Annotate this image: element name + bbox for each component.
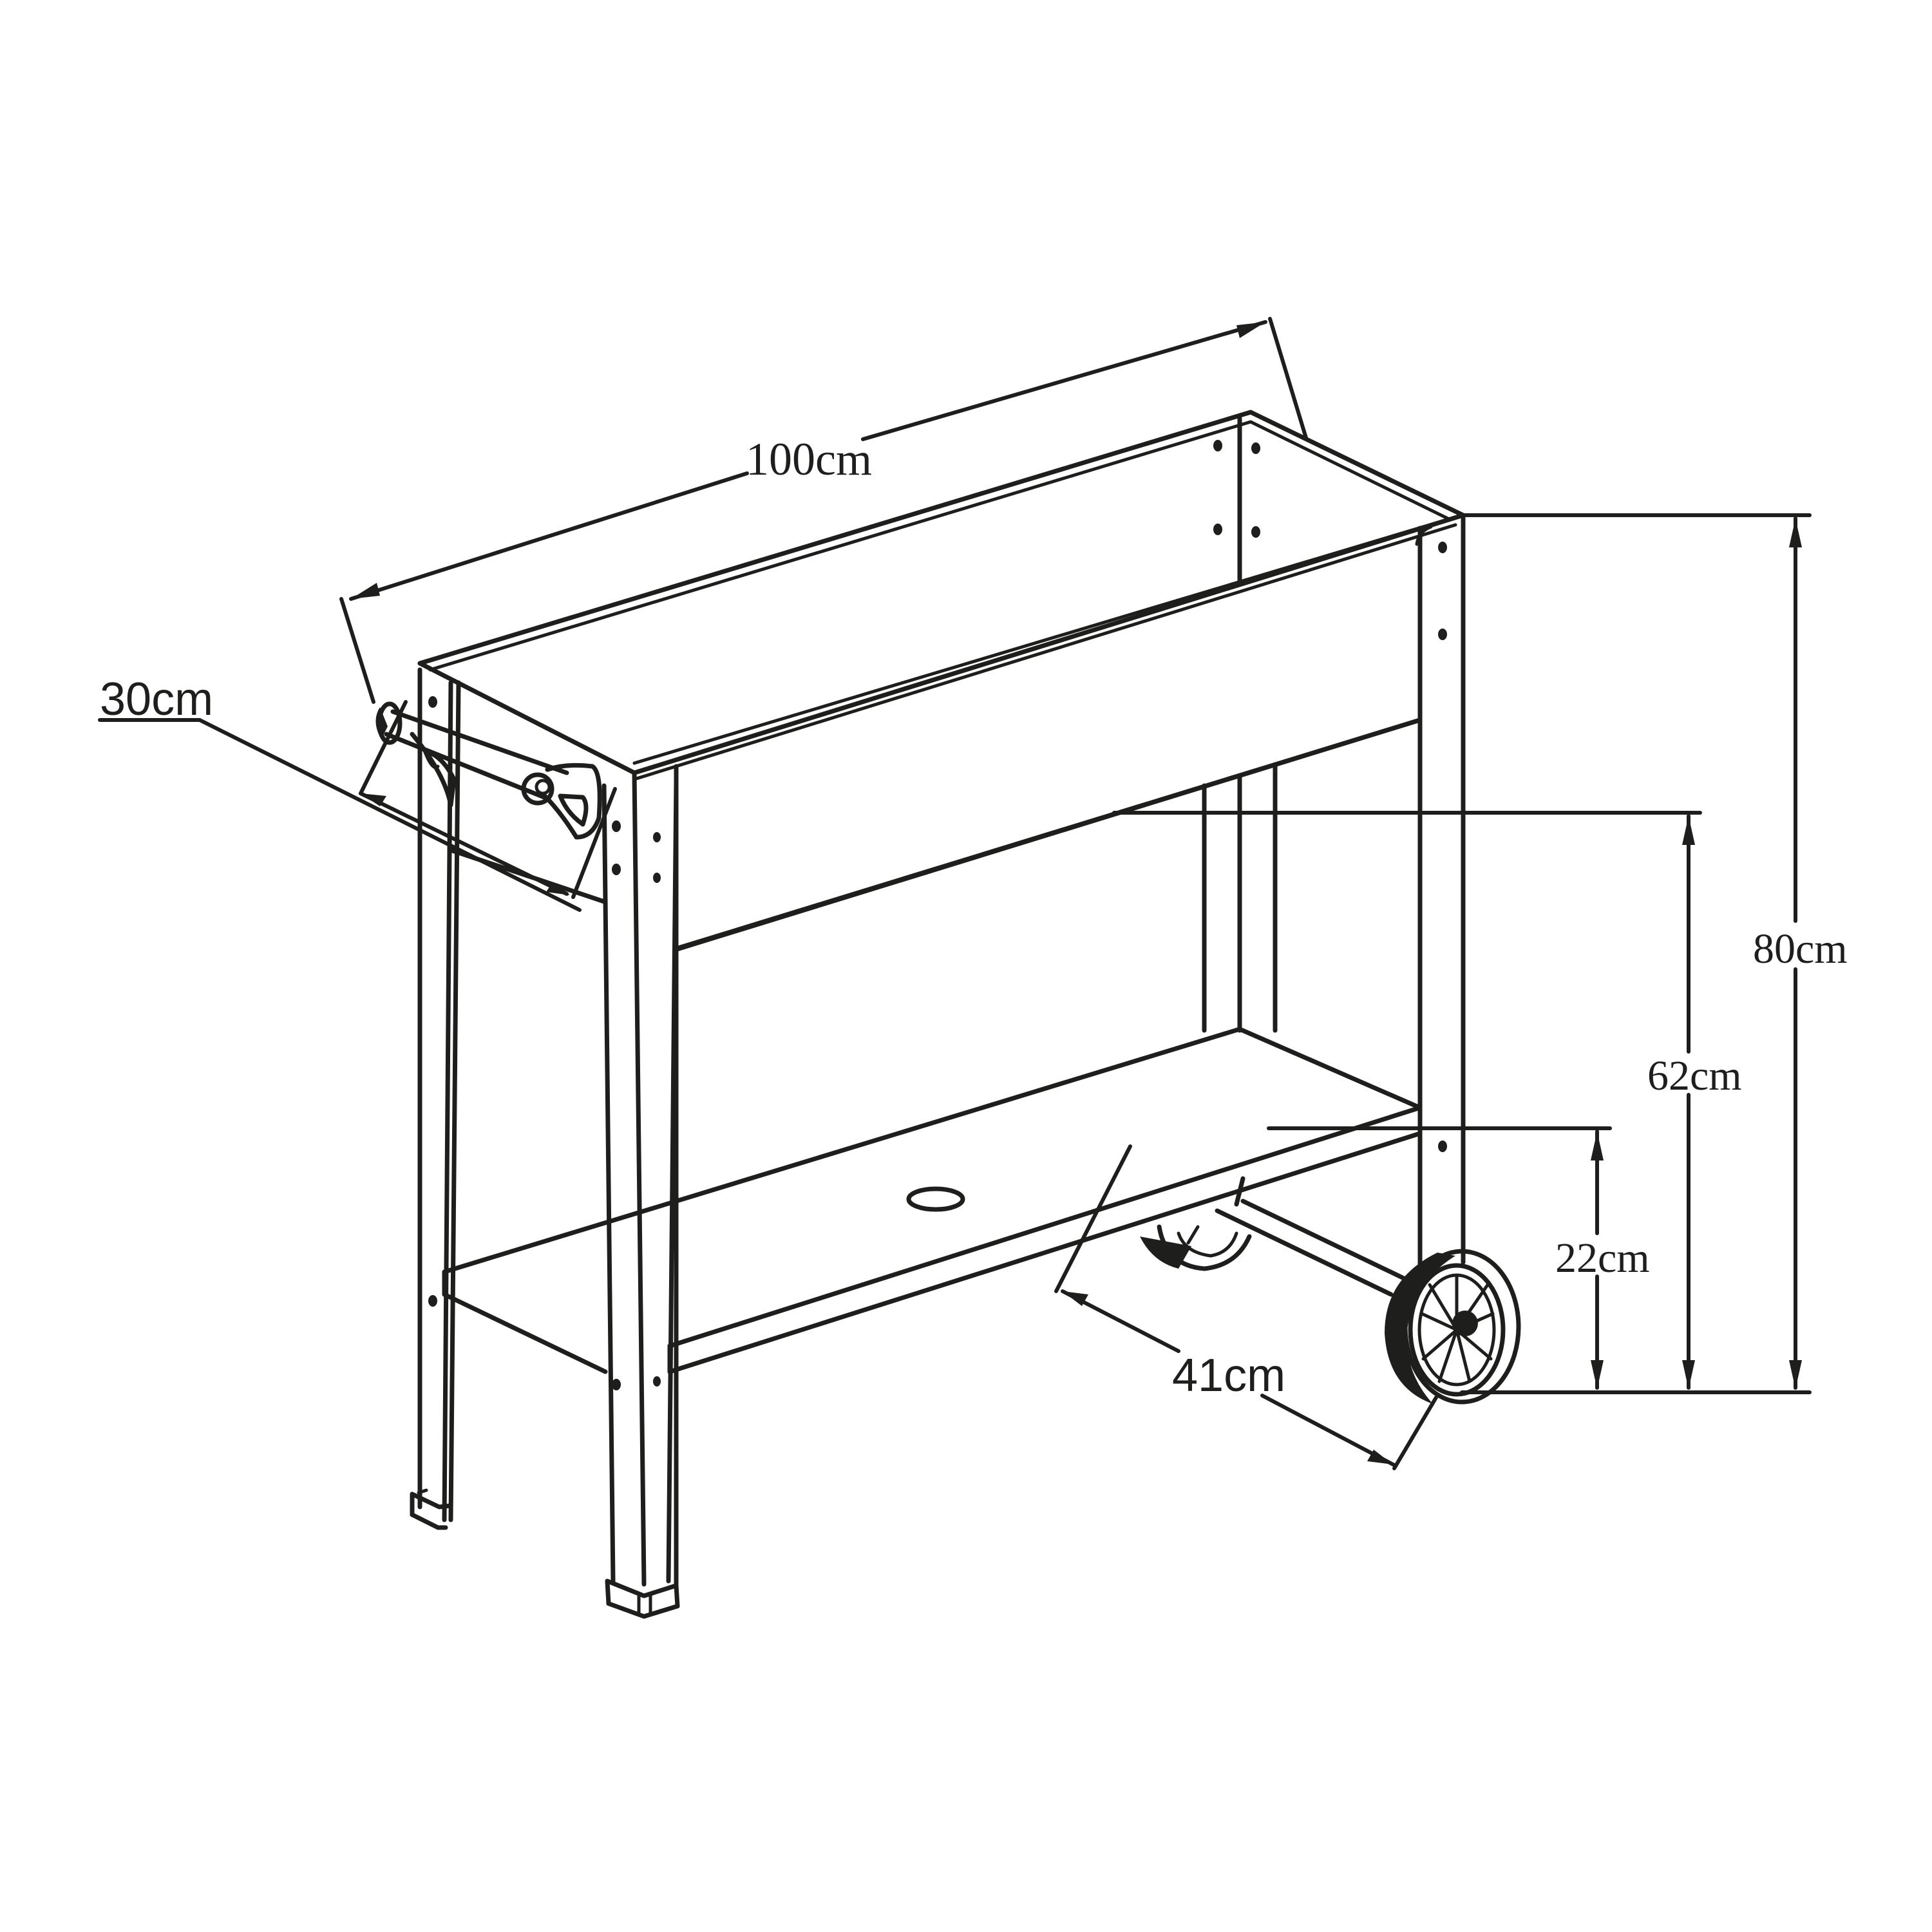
label-box-bottom: 62cm <box>1647 1052 1742 1099</box>
dimension-length: 100cm <box>339 317 1308 704</box>
label-shelf-depth: 41cm <box>1172 1350 1285 1401</box>
dimension-shelf-height: 22cm <box>1267 1126 1650 1390</box>
front-left-leg <box>601 770 680 1619</box>
back-left-leg <box>410 667 461 1530</box>
back-wheel <box>1140 1224 1252 1271</box>
axle <box>1215 1176 1406 1297</box>
dimension-total-height: 80cm <box>1460 513 1848 1394</box>
label-shelf-height: 22cm <box>1555 1235 1650 1282</box>
front-right-leg <box>1415 513 1466 1291</box>
back-right-leg <box>1202 762 1278 1033</box>
label-total-height: 80cm <box>1753 925 1848 972</box>
dimension-width: 30cm <box>98 674 617 912</box>
front-wheel <box>1385 1249 1521 1405</box>
lower-shelf <box>442 1027 1423 1374</box>
drain-hole <box>906 1186 965 1212</box>
dimension-box-bottom: 62cm <box>1112 811 1742 1390</box>
label-length: 100cm <box>746 433 872 485</box>
dimension-shelf-depth: 41cm <box>1054 1144 1438 1470</box>
label-width: 30cm <box>100 674 213 725</box>
handle <box>375 701 602 840</box>
